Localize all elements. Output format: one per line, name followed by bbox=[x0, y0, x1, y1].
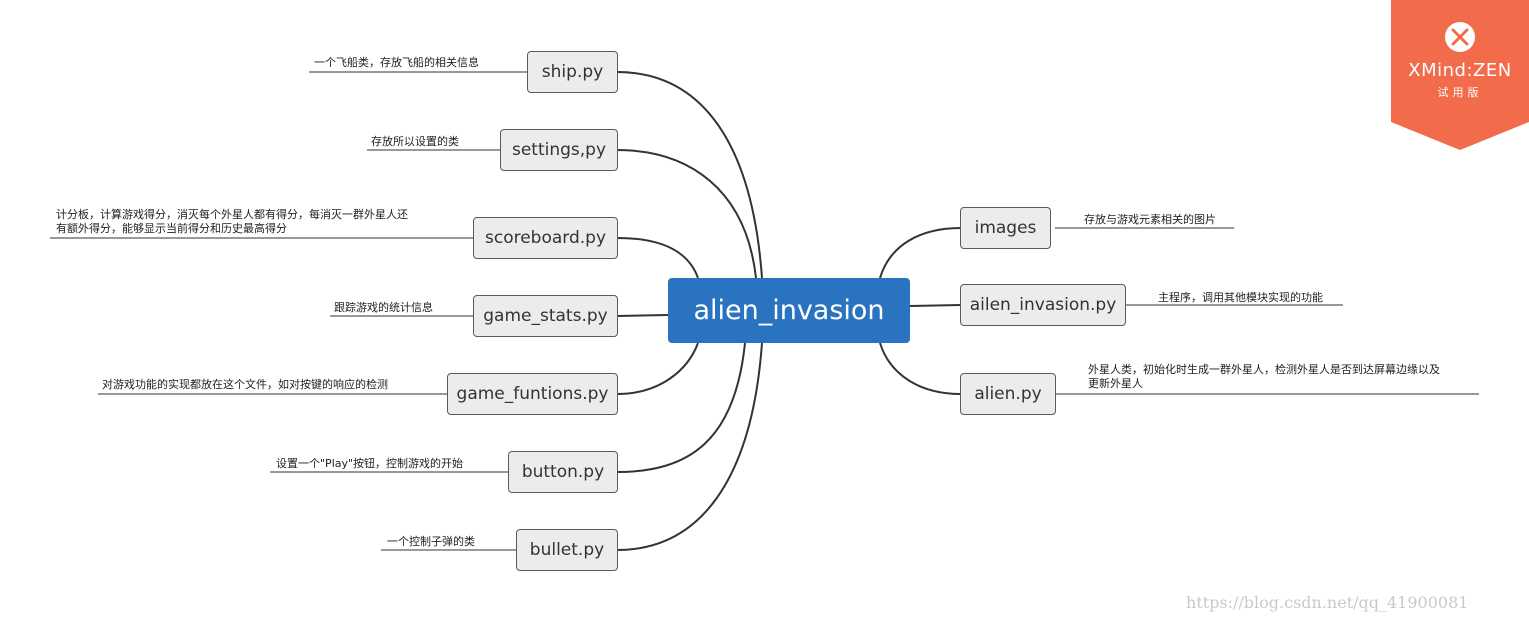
connector-game-funtions bbox=[616, 342, 699, 395]
topic-ailen-invasion[interactable]: ailen_invasion.py bbox=[960, 284, 1126, 326]
topic-ship[interactable]: ship.py bbox=[527, 51, 618, 93]
note-button: 设置一个"Play"按钮，控制游戏的开始 bbox=[276, 457, 464, 470]
topic-button[interactable]: button.py bbox=[508, 451, 618, 493]
topic-label: button.py bbox=[521, 462, 605, 482]
topic-game-stats[interactable]: game_stats.py bbox=[473, 295, 618, 337]
badge-title: XMind:ZEN bbox=[1408, 60, 1512, 81]
connector-scoreboard bbox=[616, 237, 699, 279]
connector-bullet bbox=[616, 342, 763, 551]
connector-game-stats bbox=[616, 314, 669, 317]
topic-alien[interactable]: alien.py bbox=[960, 373, 1056, 415]
topic-label: images bbox=[974, 218, 1037, 238]
topic-label: ailen_invasion.py bbox=[969, 295, 1117, 315]
connector-button bbox=[616, 342, 746, 473]
topic-bullet[interactable]: bullet.py bbox=[516, 529, 618, 571]
connector-images bbox=[879, 227, 962, 279]
topic-label: game_funtions.py bbox=[456, 384, 609, 404]
close-x-icon bbox=[1445, 22, 1475, 52]
topic-label: settings,py bbox=[511, 140, 607, 160]
topic-scoreboard[interactable]: scoreboard.py bbox=[473, 217, 618, 259]
connector-settings bbox=[616, 149, 757, 279]
watermark-url: https://blog.csdn.net/qq_41900081 bbox=[1186, 593, 1469, 612]
note-ailen-invasion: 主程序，调用其他模块实现的功能 bbox=[1158, 291, 1323, 304]
topic-label: alien.py bbox=[974, 384, 1042, 404]
connector-ailen-invasion bbox=[909, 304, 962, 307]
note-game-stats: 跟踪游戏的统计信息 bbox=[334, 301, 433, 314]
topic-label: ship.py bbox=[541, 62, 604, 82]
topic-game-funtions[interactable]: game_funtions.py bbox=[447, 373, 618, 415]
note-settings: 存放所以设置的类 bbox=[371, 135, 459, 148]
badge-shape bbox=[1391, 0, 1529, 150]
topic-label: bullet.py bbox=[529, 540, 605, 560]
note-scoreboard: 计分板，计算游戏得分，消灭每个外星人都有得分，每消灭一群外星人还 有额外得分，能… bbox=[56, 208, 408, 235]
connector-alien bbox=[879, 342, 962, 395]
topic-images[interactable]: images bbox=[960, 207, 1051, 249]
badge-subtitle: 试用版 bbox=[1437, 86, 1483, 99]
topic-label: game_stats.py bbox=[483, 306, 608, 326]
central-topic[interactable]: alien_invasion bbox=[668, 278, 910, 343]
note-images: 存放与游戏元素相关的图片 bbox=[1084, 213, 1216, 226]
xmind-trial-badge[interactable]: XMind:ZEN 试用版 bbox=[1391, 0, 1529, 150]
note-alien: 外星人类，初始化时生成一群外星人，检测外星人是否到达屏幕边缘以及 更新外星人 bbox=[1088, 363, 1440, 390]
connector-ship bbox=[616, 71, 763, 279]
note-bullet: 一个控制子弹的类 bbox=[387, 535, 475, 548]
central-topic-label: alien_invasion bbox=[693, 295, 885, 326]
topic-label: scoreboard.py bbox=[484, 228, 607, 248]
note-game-funtions: 对游戏功能的实现都放在这个文件，如对按键的响应的检测 bbox=[102, 378, 388, 391]
note-ship: 一个飞船类，存放飞船的相关信息 bbox=[314, 56, 479, 69]
topic-settings[interactable]: settings,py bbox=[500, 129, 618, 171]
